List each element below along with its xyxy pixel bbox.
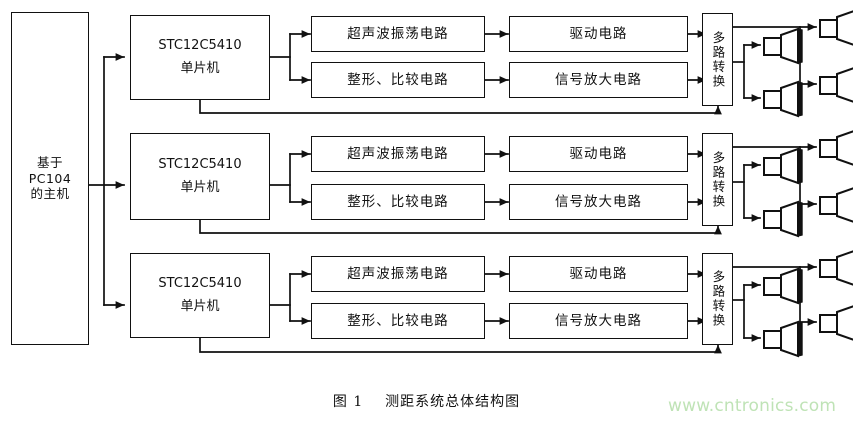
mcu-block-channel-3[interactable]: STC12C5410 单片机 (130, 253, 270, 338)
signal-amplifier-circuit-channel-3[interactable]: 信号放大电路 (509, 303, 688, 339)
transducer-channel-3-outer-lower[interactable] (818, 304, 853, 346)
transducer-channel-3-outer-upper[interactable] (818, 249, 853, 291)
figure-caption: 图 1 测距系统总体结构图 (0, 391, 853, 411)
site-watermark: www.cntronics.com (668, 396, 837, 416)
transducer-channel-2-outer-lower[interactable] (818, 186, 853, 228)
circuit-label: 超声波振荡电路 (347, 265, 449, 282)
ultrasonic-oscillator-circuit-channel-3[interactable]: 超声波振荡电路 (311, 256, 485, 292)
circuit-label: 整形、比较电路 (347, 312, 449, 329)
multiplexer-label: 多路转换 (710, 270, 726, 328)
circuit-label: 超声波振荡电路 (347, 25, 449, 42)
transducer-channel-2-inner-lower[interactable] (762, 200, 808, 242)
circuit-label: 超声波振荡电路 (347, 145, 449, 162)
transducer-channel-2-inner-upper[interactable] (762, 147, 808, 189)
circuit-label: 驱动电路 (569, 145, 628, 162)
mcu-label: STC12C5410 单片机 (158, 276, 242, 314)
ultrasonic-oscillator-circuit-channel-2[interactable]: 超声波振荡电路 (311, 136, 485, 172)
mcu-block-channel-1[interactable]: STC12C5410 单片机 (130, 15, 270, 100)
signal-amplifier-circuit-channel-2[interactable]: 信号放大电路 (509, 184, 688, 220)
circuit-label: 信号放大电路 (555, 312, 642, 329)
shaping-comparison-circuit-channel-1[interactable]: 整形、比较电路 (311, 62, 485, 98)
circuit-label: 整形、比较电路 (347, 193, 449, 210)
driver-circuit-channel-2[interactable]: 驱动电路 (509, 136, 688, 172)
circuit-label: 驱动电路 (569, 25, 628, 42)
figure-number: 图 1 (332, 394, 364, 410)
host-pc104-block[interactable]: 基于 PC104 的主机 (11, 12, 89, 345)
multiplexer-label: 多路转换 (710, 30, 726, 89)
circuit-label: 信号放大电路 (555, 193, 642, 210)
transducer-channel-1-outer-upper[interactable] (818, 9, 853, 51)
transducer-channel-1-inner-lower[interactable] (762, 80, 808, 122)
ultrasonic-oscillator-circuit-channel-1[interactable]: 超声波振荡电路 (311, 16, 485, 52)
multiplexer-block-channel-1[interactable]: 多路转换 (702, 13, 733, 106)
driver-circuit-channel-3[interactable]: 驱动电路 (509, 256, 688, 292)
driver-circuit-channel-1[interactable]: 驱动电路 (509, 16, 688, 52)
transducer-channel-2-outer-upper[interactable] (818, 129, 853, 171)
transducer-channel-1-inner-upper[interactable] (762, 27, 808, 69)
transducer-channel-1-outer-lower[interactable] (818, 66, 853, 108)
mcu-block-channel-2[interactable]: STC12C5410 单片机 (130, 133, 270, 220)
mcu-label: STC12C5410 单片机 (158, 38, 242, 76)
circuit-label: 驱动电路 (569, 265, 628, 282)
shaping-comparison-circuit-channel-2[interactable]: 整形、比较电路 (311, 184, 485, 220)
shaping-comparison-circuit-channel-3[interactable]: 整形、比较电路 (311, 303, 485, 339)
signal-amplifier-circuit-channel-1[interactable]: 信号放大电路 (509, 62, 688, 98)
circuit-label: 信号放大电路 (555, 71, 642, 88)
figure-title: 测距系统总体结构图 (385, 394, 521, 410)
multiplexer-block-channel-2[interactable]: 多路转换 (702, 133, 733, 226)
host-pc104-label: 基于 PC104 的主机 (28, 155, 72, 202)
transducer-channel-3-inner-lower[interactable] (762, 320, 808, 362)
mcu-label: STC12C5410 单片机 (158, 157, 242, 195)
multiplexer-block-channel-3[interactable]: 多路转换 (702, 253, 733, 345)
transducer-channel-3-inner-upper[interactable] (762, 267, 808, 309)
circuit-label: 整形、比较电路 (347, 71, 449, 88)
multiplexer-label: 多路转换 (710, 150, 726, 209)
